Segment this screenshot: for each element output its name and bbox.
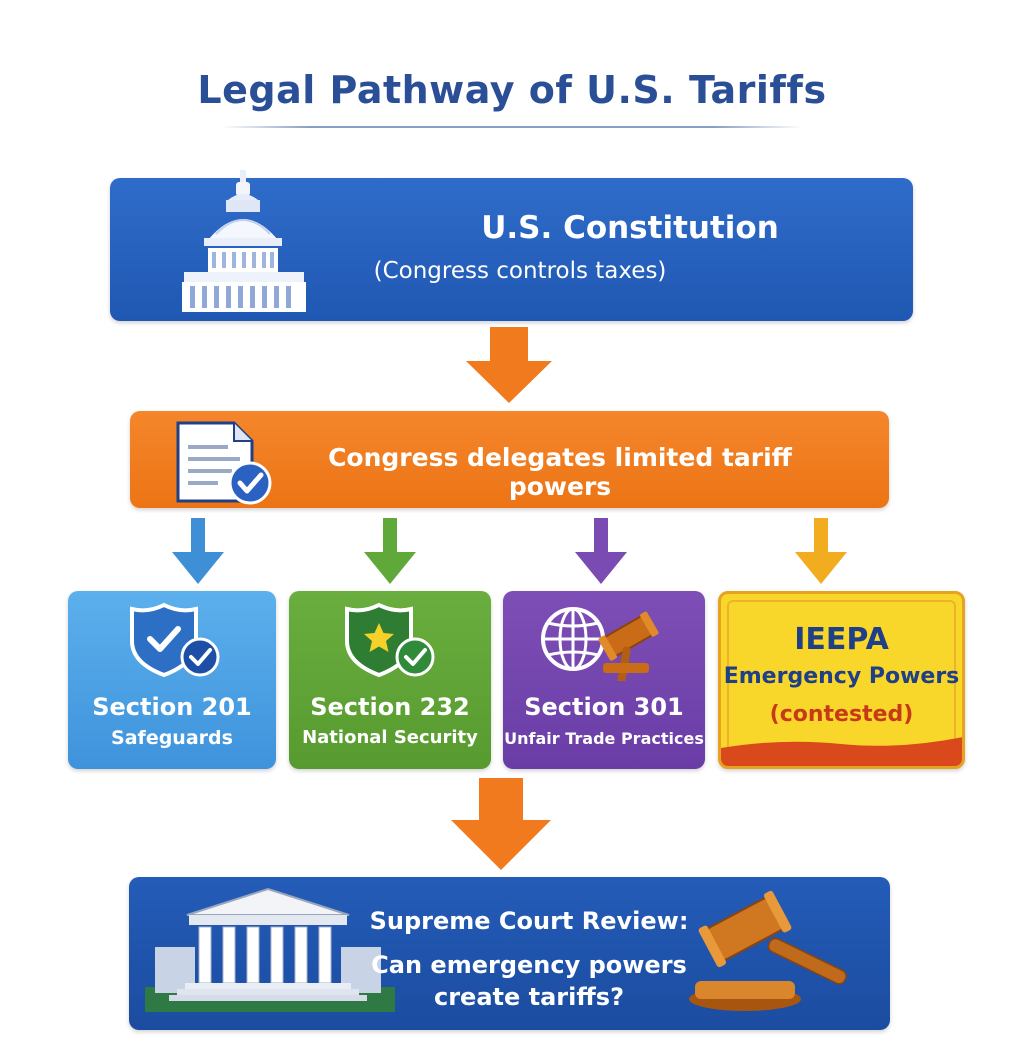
congress-text: Congress delegates limited tariff powers [328, 443, 792, 501]
section-201-title: Section 201 [92, 693, 252, 721]
globe-gavel-icon [541, 607, 659, 681]
document-check-icon [176, 421, 272, 505]
supreme-court-line-3: create tariffs? [433, 983, 625, 1011]
title-divider [222, 126, 802, 128]
ieepa-title: IEEPA [794, 622, 889, 657]
section-301-subtitle: Unfair Trade Practices [504, 729, 704, 748]
arrow-201-icon [172, 518, 224, 584]
shield-star-icon [345, 602, 435, 678]
section-232-title: Section 232 [310, 693, 470, 721]
capitol-dome-icon [182, 170, 306, 312]
courthouse-icon [145, 887, 395, 1012]
ieepa-contested-note: (contested) [769, 702, 914, 727]
down-arrow-icon-2 [451, 778, 551, 870]
congress-delegation-box: Congress delegates limited tariff powers [130, 411, 889, 508]
arrow-301-icon [575, 518, 627, 584]
down-arrow-icon [466, 327, 552, 403]
section-201-card: Section 201 Safeguards [68, 591, 276, 769]
shield-check-icon [130, 602, 220, 678]
ieepa-subtitle: Emergency Powers [723, 664, 960, 689]
section-201-subtitle: Safeguards [111, 727, 233, 749]
section-232-card: Section 232 National Security [289, 591, 491, 769]
constitution-subtitle: (Congress controls taxes) [373, 258, 667, 284]
constitution-title: U.S. Constitution [481, 210, 779, 246]
constitution-box: U.S. Constitution (Congress controls tax… [110, 170, 913, 321]
supreme-court-line-1: Supreme Court Review: [369, 907, 689, 935]
page-title: Legal Pathway of U.S. Tariffs [197, 68, 827, 112]
supreme-court-box: Supreme Court Review: Can emergency powe… [129, 877, 890, 1030]
supreme-court-line-2: Can emergency powers [371, 951, 687, 979]
ieepa-swoosh-decoration [721, 737, 962, 766]
section-232-subtitle: National Security [302, 727, 478, 748]
section-301-card: Section 301 Unfair Trade Practices [503, 591, 705, 769]
ieepa-card: IEEPA Emergency Powers (contested) [718, 591, 965, 769]
gavel-icon [689, 890, 847, 1011]
arrow-232-icon [364, 518, 416, 584]
arrow-ieepa-icon [795, 518, 847, 584]
section-301-title: Section 301 [524, 693, 684, 721]
